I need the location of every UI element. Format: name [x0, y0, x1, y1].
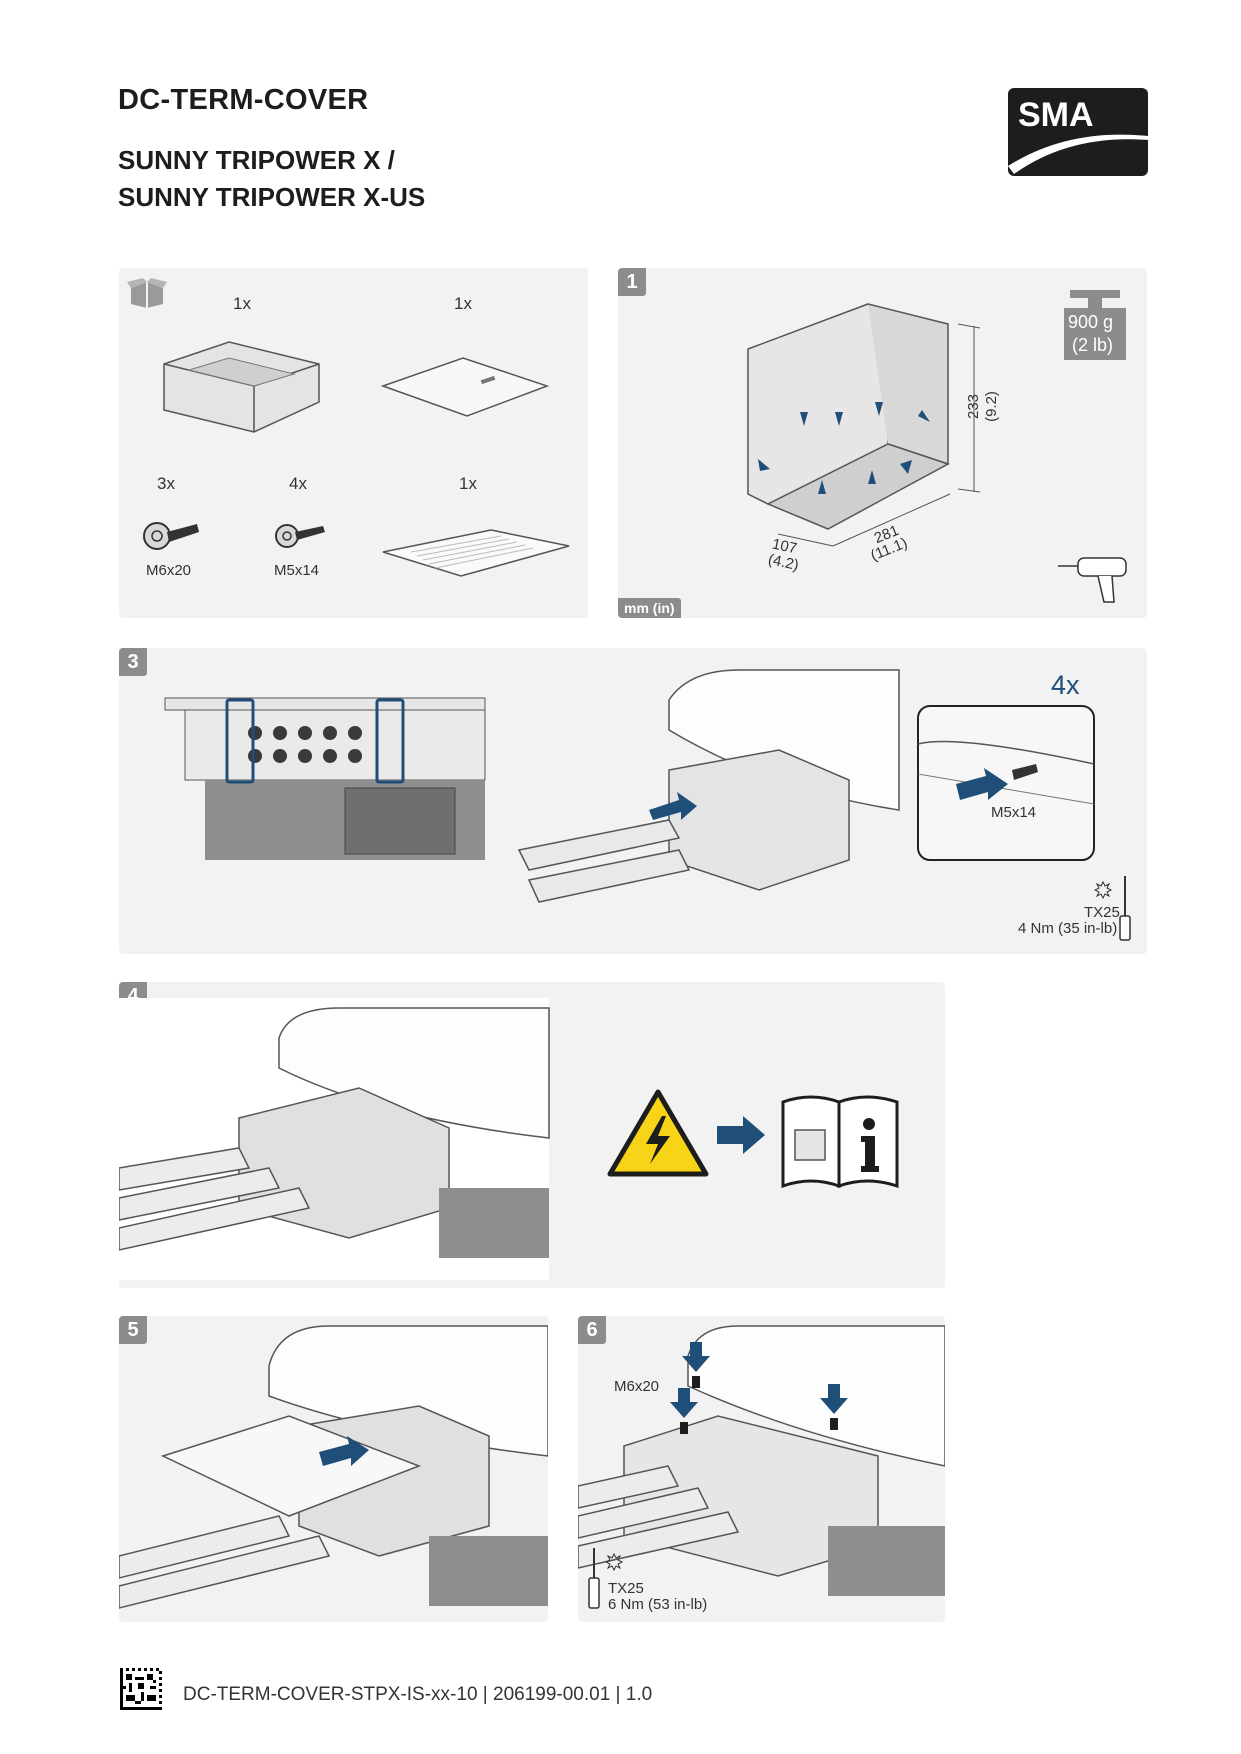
- weight-icon: [1064, 290, 1126, 360]
- weight-grams: 900 g: [1068, 312, 1114, 332]
- read-manual-info-icon: [781, 1095, 899, 1189]
- scope-of-delivery-panel: 1x 1x 3x 4x 1x M6x20 M5x14: [119, 268, 588, 618]
- step3-torque: 4 Nm (35 in-lb): [1018, 920, 1118, 937]
- dim-height-value: 233: [965, 393, 983, 420]
- subtitle-line-1: SUNNY TRIPOWER X /: [118, 145, 395, 175]
- drill-icon: [1058, 557, 1127, 603]
- m6-screw-icon: [143, 522, 199, 550]
- qty-plate: 1x: [454, 294, 472, 313]
- step-1-number: 1: [618, 268, 646, 296]
- document-illustration: [382, 529, 570, 577]
- step-6-panel: 6 M6x20 TX25 6 Nm (53 in-lb): [578, 1316, 945, 1622]
- step-6-number: 6: [578, 1316, 606, 1344]
- step-1-panel: 1 900 g (2 lb) 233 (9.2) 281 (11.1) 107 …: [618, 268, 1147, 618]
- qty-housing: 1x: [233, 294, 251, 313]
- screw-detail-callout: [917, 705, 1095, 861]
- logo-text: SMA: [1018, 96, 1094, 134]
- m6-screw-label: M6x20: [146, 562, 192, 579]
- m5-screw-icon: [275, 524, 325, 548]
- step-5-panel: 5: [119, 1316, 548, 1622]
- inverter-dc-connectors-illustration: [164, 697, 486, 860]
- sma-logo: SMA: [1008, 88, 1148, 176]
- step6-screw-label: M6x20: [614, 1378, 660, 1395]
- cover-housing-illustration: [163, 341, 320, 433]
- cover-plate-slide-in-illustration: [119, 1325, 548, 1609]
- step3-tool: TX25: [1084, 904, 1120, 921]
- cover-installed-with-cables-illustration: [119, 998, 550, 1280]
- step6-torque: 6 Nm (53 in-lb): [608, 1596, 708, 1613]
- document-code: DC-TERM-COVER-STPX-IS-xx-10 | 206199-00.…: [183, 1684, 653, 1705]
- step3-screw-label: M5x14: [991, 804, 1037, 821]
- screw-count: 4x: [1051, 670, 1080, 700]
- torx-screwdriver-icon-step6: [588, 1548, 624, 1609]
- electric-hazard-warning-icon: [607, 1089, 709, 1177]
- unit-badge: mm (in): [618, 598, 681, 618]
- datamatrix-code: [120, 1668, 162, 1710]
- inverter-cover-attach-illustration: [517, 669, 900, 903]
- weight-pounds: (2 lb): [1072, 335, 1114, 355]
- dim-height-inches: (9.2): [982, 391, 1000, 422]
- step-3-number: 3: [119, 648, 147, 676]
- step-3-panel: 3 4x M5x14 TX25 4 Nm (35 in-lb): [119, 648, 1147, 954]
- torx-screwdriver-icon: [1093, 876, 1131, 941]
- cover-plate-illustration: [380, 357, 550, 417]
- step-5-number: 5: [119, 1316, 147, 1344]
- subtitle-line-2: SUNNY TRIPOWER X-US: [118, 182, 426, 212]
- wall-cover-dimension-drawing: [747, 303, 981, 547]
- arrow-right-icon: [717, 1116, 765, 1154]
- m5-screw-label: M5x14: [274, 562, 320, 579]
- qty-m5-screws: 4x: [289, 474, 307, 493]
- step6-tool: TX25: [608, 1580, 644, 1597]
- product-subtitle: SUNNY TRIPOWER X / SUNNY TRIPOWER X-US: [118, 142, 425, 216]
- qty-m6-screws: 3x: [157, 474, 175, 493]
- step-4-panel: 4: [119, 982, 945, 1288]
- box-icon: [127, 278, 167, 308]
- cover-plate-screw-fastening-illustration: [578, 1325, 945, 1596]
- qty-document: 1x: [459, 474, 477, 493]
- document-title: DC-TERM-COVER: [118, 84, 369, 116]
